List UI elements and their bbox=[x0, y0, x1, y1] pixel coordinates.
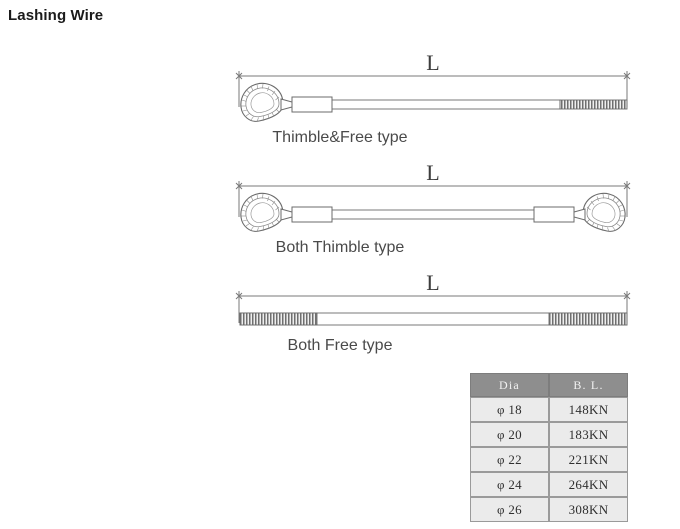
spec-table: Dia B. L. φ 18 148KN φ 20 183KN φ 22 221… bbox=[470, 373, 628, 522]
ferrule-left bbox=[291, 206, 333, 223]
table-row: φ 18 148KN bbox=[470, 397, 628, 422]
diagram-thimble-free: L bbox=[0, 55, 680, 155]
wire-drawing-both-thimble: L bbox=[235, 165, 631, 233]
cell-bl: 183KN bbox=[549, 422, 628, 447]
thimble-left bbox=[240, 82, 293, 123]
free-end-left bbox=[239, 312, 318, 326]
free-end-right bbox=[548, 312, 628, 326]
column-header-bl: B. L. bbox=[549, 373, 628, 397]
cell-bl: 148KN bbox=[549, 397, 628, 422]
ferrule-right bbox=[533, 206, 575, 223]
diagram-caption-both-thimble: Both Thimble type bbox=[275, 239, 405, 256]
table-row: φ 24 264KN bbox=[470, 472, 628, 497]
cell-dia: φ 26 bbox=[470, 497, 549, 522]
table-row: φ 22 221KN bbox=[470, 447, 628, 472]
ferrule-left bbox=[291, 96, 333, 113]
thimble-right bbox=[573, 192, 626, 233]
cable-body bbox=[299, 209, 569, 220]
dimension-line bbox=[235, 291, 631, 323]
diagram-caption-thimble-free: Thimble&Free type bbox=[272, 129, 408, 146]
table-row: φ 26 308KN bbox=[470, 497, 628, 522]
dimension-label-L: L bbox=[426, 165, 439, 185]
wire-drawing-both-free: L bbox=[235, 275, 631, 326]
thimble-left bbox=[240, 192, 293, 233]
table-row: φ 20 183KN bbox=[470, 422, 628, 447]
diagram-caption-both-free: Both Free type bbox=[287, 337, 393, 354]
cell-bl: 221KN bbox=[549, 447, 628, 472]
column-header-dia: Dia bbox=[470, 373, 549, 397]
cell-dia: φ 20 bbox=[470, 422, 549, 447]
cable-body bbox=[299, 99, 561, 110]
cell-dia: φ 18 bbox=[470, 397, 549, 422]
page-title: Lashing Wire bbox=[8, 7, 104, 24]
cell-dia: φ 24 bbox=[470, 472, 549, 497]
cell-bl: 264KN bbox=[549, 472, 628, 497]
dimension-label-L: L bbox=[426, 275, 439, 295]
dimension-label-L: L bbox=[426, 55, 439, 75]
dimension-line bbox=[235, 181, 631, 217]
cell-dia: φ 22 bbox=[470, 447, 549, 472]
wire-drawing-thimble-free: L bbox=[235, 55, 631, 123]
diagram-both-free: L Both Free type bbox=[0, 275, 680, 375]
free-end-right bbox=[559, 99, 628, 110]
diagram-both-thimble: L bbox=[0, 165, 680, 265]
cell-bl: 308KN bbox=[549, 497, 628, 522]
table-header-row: Dia B. L. bbox=[470, 373, 628, 397]
dimension-line bbox=[235, 71, 631, 107]
